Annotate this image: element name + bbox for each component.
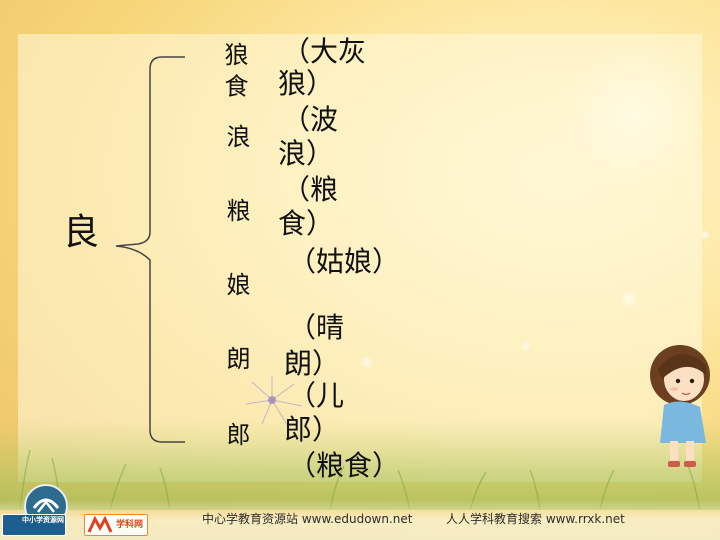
grass-decoration bbox=[0, 420, 720, 510]
vertical-word-lang-bright: 朗 bbox=[222, 346, 250, 370]
footer-site-rrxk[interactable]: 人人学科教育搜索 www.rrxk.net bbox=[446, 512, 625, 526]
vertical-word-lang-wolf: 狼 食 bbox=[220, 42, 248, 98]
edudown-logo[interactable] bbox=[2, 514, 66, 536]
xkw-logo[interactable] bbox=[84, 514, 148, 536]
example-6-line1: （儿 bbox=[288, 379, 345, 412]
example-3-line1: （粮 bbox=[282, 173, 339, 206]
example-3-line2: 食） bbox=[278, 207, 335, 240]
xkw-logo-text: 学科网 bbox=[116, 520, 144, 530]
vertical-word-lang-wave: 浪 bbox=[222, 124, 250, 148]
footer-site-edudown[interactable]: 中心学教育资源站 www.edudown.net bbox=[202, 512, 413, 526]
example-1-line2: 狼） bbox=[278, 67, 335, 100]
example-1-line1: （大灰 bbox=[282, 35, 367, 68]
root-character: 良 bbox=[63, 212, 100, 253]
edudown-logo-text: 中小学资源网 bbox=[22, 516, 64, 524]
example-2-line2: 浪） bbox=[278, 137, 335, 170]
vertical-word-lang-lad: 郎 bbox=[222, 422, 250, 446]
girl-illustration bbox=[650, 345, 710, 467]
content-panel bbox=[18, 34, 702, 482]
example-6-line2: 郎） bbox=[284, 413, 341, 446]
xkw-logo-icon bbox=[87, 516, 113, 533]
example-7-line1: （粮食） bbox=[288, 449, 401, 482]
dandelion-decoration bbox=[245, 376, 303, 427]
vertical-word-liang-grain: 粮 bbox=[222, 198, 250, 222]
bokeh-spot bbox=[700, 230, 710, 240]
example-5-line2: 朗） bbox=[284, 347, 341, 380]
example-5-line1: （晴 bbox=[288, 311, 345, 344]
example-2-line1: （波 bbox=[282, 103, 339, 136]
logo-emblem-icon bbox=[32, 498, 60, 513]
vertical-word-niang-girl: 娘 bbox=[222, 272, 250, 296]
example-4-line1: （姑娘） bbox=[288, 245, 401, 278]
